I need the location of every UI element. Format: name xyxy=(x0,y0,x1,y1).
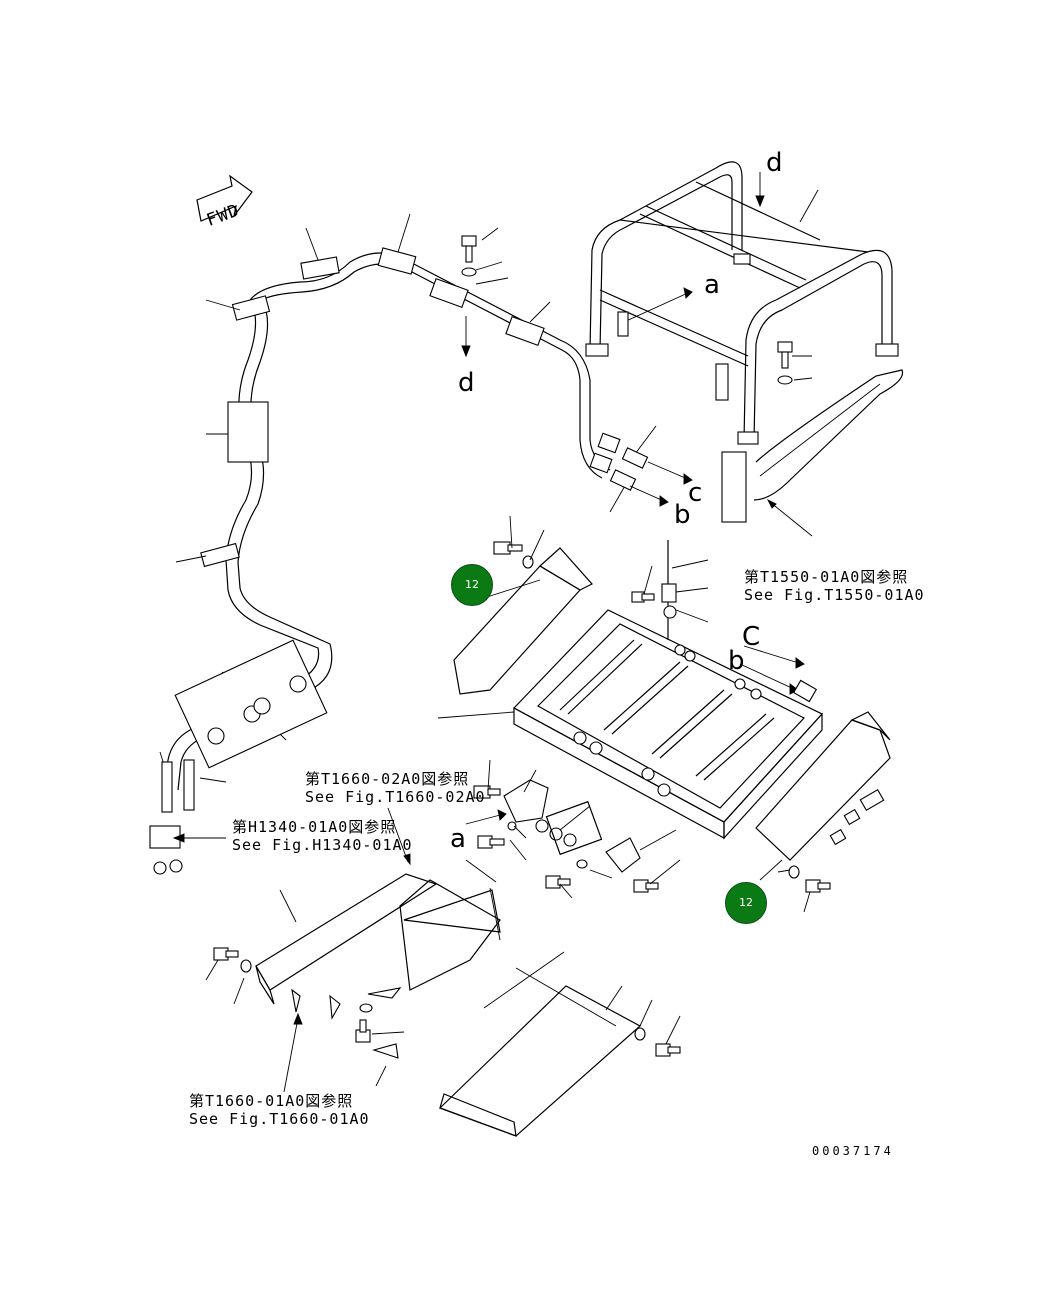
reference-en[interactable]: See Fig.T1550-01A0 xyxy=(744,586,925,604)
washer xyxy=(240,959,252,973)
canopy-frame xyxy=(585,161,904,523)
washer xyxy=(359,1003,373,1013)
part-callout[interactable]: 12 xyxy=(725,882,767,924)
tray-assembly xyxy=(437,609,823,840)
reference-en[interactable]: See Fig.H1340-01A0 xyxy=(232,836,413,854)
pipe-clamp xyxy=(227,401,269,463)
direction-letter-d: d xyxy=(766,148,783,178)
part-callout[interactable]: 12 xyxy=(451,564,493,606)
pipe-clamp xyxy=(377,247,417,275)
reference-en[interactable]: See Fig.T1660-01A0 xyxy=(189,1110,370,1128)
pipe-clamp xyxy=(429,278,469,308)
direction-letter-a: a xyxy=(704,270,720,300)
direction-letter-b: b xyxy=(674,500,691,530)
pipe-clamp xyxy=(200,542,240,568)
pipe-clamp xyxy=(231,295,271,321)
bolt xyxy=(777,341,793,353)
pipe-clamp xyxy=(505,316,545,346)
bracket xyxy=(503,779,549,823)
reference-jp[interactable]: 第H1340-01A0図参照 xyxy=(232,818,397,836)
side-cover-left xyxy=(453,565,581,695)
reference-jp[interactable]: 第T1660-01A0図参照 xyxy=(189,1092,354,1110)
direction-letter-c-upper: C xyxy=(742,622,761,652)
bracket xyxy=(605,837,641,873)
cover-lower-left xyxy=(255,873,438,991)
drawing-number: 00037174 xyxy=(812,1144,894,1158)
bolt xyxy=(461,235,477,247)
direction-letter-c: c xyxy=(688,478,703,508)
washer xyxy=(634,1027,646,1041)
reference-en[interactable]: See Fig.T1660-02A0 xyxy=(305,788,486,806)
side-cover-right xyxy=(755,719,891,861)
reference-jp[interactable]: 第T1550-01A0図参照 xyxy=(744,568,909,586)
direction-letter-b: b xyxy=(728,646,745,676)
pipe-clamp xyxy=(300,256,340,280)
washer xyxy=(777,375,793,385)
terminal xyxy=(792,679,818,703)
fwd-arrow-icon xyxy=(196,174,253,222)
hose-fitting xyxy=(174,639,328,769)
direction-letter-d: d xyxy=(458,368,475,398)
washer xyxy=(461,267,477,277)
reference-jp[interactable]: 第T1660-02A0図参照 xyxy=(305,770,470,788)
cover-lower-right xyxy=(438,985,642,1137)
direction-letter-a: a xyxy=(450,824,466,854)
washer xyxy=(788,865,800,879)
